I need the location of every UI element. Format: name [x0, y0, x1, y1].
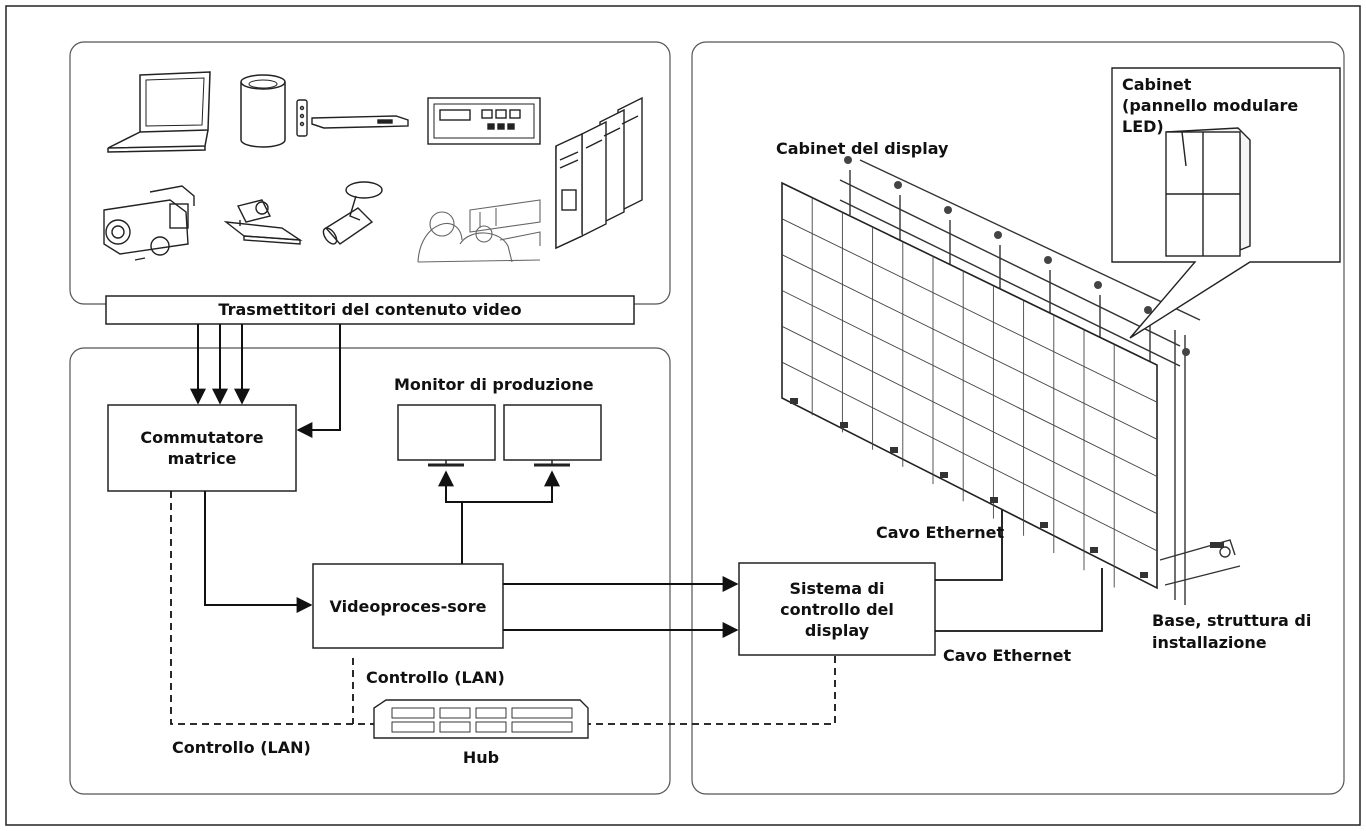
- display-control-label-line2: controllo del: [780, 599, 894, 619]
- control-lan-label-lower: Controllo (LAN): [172, 738, 311, 757]
- control-room-panel: [69, 347, 671, 795]
- matrix-switcher-box: [107, 404, 297, 492]
- matrix-switcher-label: Commutatore matrice: [108, 405, 296, 491]
- base-structure-label-line1: Base, struttura di: [1152, 611, 1312, 630]
- ethernet-label-upper: Cavo Ethernet: [876, 523, 1005, 542]
- cabinet-callout-label-line1: Cabinet: [1122, 75, 1192, 94]
- bullet-camera-icon: [322, 181, 383, 245]
- production-monitors-label: Monitor di produzione: [394, 375, 594, 394]
- display-control-label-line1: Sistema di: [789, 578, 885, 598]
- cabinet-callout-label-line3: LED): [1122, 117, 1164, 136]
- display-panel: [691, 41, 1345, 795]
- transmitters-box: [105, 295, 635, 325]
- base-structure-label-line2: installazione: [1152, 633, 1267, 652]
- display-control-label-line3: display: [804, 620, 870, 640]
- display-control-box: [738, 562, 936, 656]
- cylinder-computer-icon: [240, 74, 286, 148]
- control-lan-label-upper: Controllo (LAN): [366, 668, 505, 687]
- laptop-icon: [107, 71, 211, 153]
- hub-label: Hub: [462, 748, 500, 767]
- display-cabinet-label: Cabinet del display: [776, 139, 949, 158]
- server-rack-icon: [555, 96, 643, 250]
- base-structure-label: Base, struttura di installazione: [1152, 610, 1311, 654]
- matrix-switcher-label-line2: matrice: [167, 449, 237, 468]
- hub-device: [373, 699, 589, 739]
- led-display-wall: [781, 156, 1241, 605]
- video-processor-label: Videoproces-sore: [329, 596, 487, 616]
- transmitters-label: Trasmettitori del contenuto video: [218, 300, 522, 319]
- ptz-camera-icon: [223, 199, 303, 245]
- classroom-scene-icon: [417, 199, 541, 263]
- cabinet-module-icon: [1165, 127, 1251, 257]
- production-monitor-right: [503, 404, 602, 467]
- media-player-icon: [296, 99, 409, 137]
- production-monitor-left: [397, 404, 496, 467]
- video-recorder-deck-icon: [427, 97, 541, 145]
- cabinet-callout-label-line2: (pannello modulare: [1122, 96, 1299, 115]
- camcorder-icon: [103, 185, 195, 261]
- cabinet-callout-label: Cabinet (pannello modulare LED): [1122, 74, 1298, 137]
- display-control-label: Sistema di controllo del display: [739, 563, 935, 655]
- video-processor-box: [312, 563, 504, 649]
- outer-frame: [5, 5, 1361, 826]
- ethernet-label-lower: Cavo Ethernet: [943, 646, 1072, 665]
- matrix-switcher-label-line1: Commutatore: [140, 428, 264, 447]
